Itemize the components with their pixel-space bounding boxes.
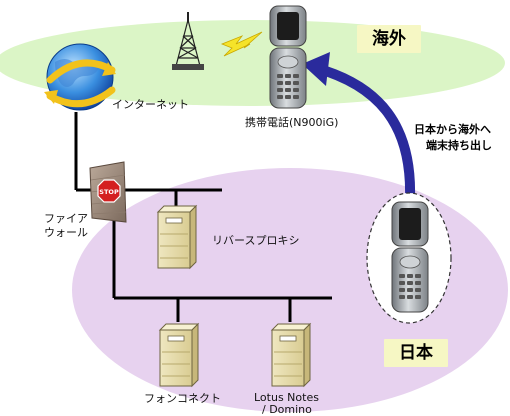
lotus-notes-label-line1: Lotus Notes: [254, 391, 319, 404]
lotus-notes-label-line2: / Domino: [262, 403, 312, 416]
relocation-arrow: [314, 63, 416, 199]
reverse-proxy-label: リバースプロキシ: [212, 234, 300, 247]
relocation-note-line2: 端末持ち出し: [426, 139, 492, 152]
phone-connect-label: フォンコネクト: [144, 392, 221, 405]
phone-model-label: 携帯電話(N900iG): [245, 116, 339, 129]
overseas-region-label: 海外: [357, 25, 421, 53]
internet-globe-icon: [44, 43, 116, 111]
firewall-icon: [89, 161, 127, 223]
relocation-note-line1: 日本から海外へ: [414, 123, 491, 136]
lotus-notes-server-icon: [270, 322, 312, 388]
internet-label: インターネット: [112, 98, 189, 111]
reverse-proxy-server-icon: [156, 204, 198, 270]
lightning-icon: [220, 31, 263, 57]
antenna-tower-icon: [172, 12, 204, 70]
stop-sign-text: STOP: [99, 188, 119, 196]
phone-connect-server-icon: [158, 322, 200, 388]
japan-phone-icon: [391, 201, 429, 313]
firewall-label-line1: ファイア: [44, 212, 88, 225]
japan-region-label: 日本: [384, 339, 448, 367]
overseas-phone-icon: [269, 5, 307, 109]
firewall-label-line2: ウォール: [44, 226, 88, 239]
relocation-arrowhead: [302, 52, 330, 86]
